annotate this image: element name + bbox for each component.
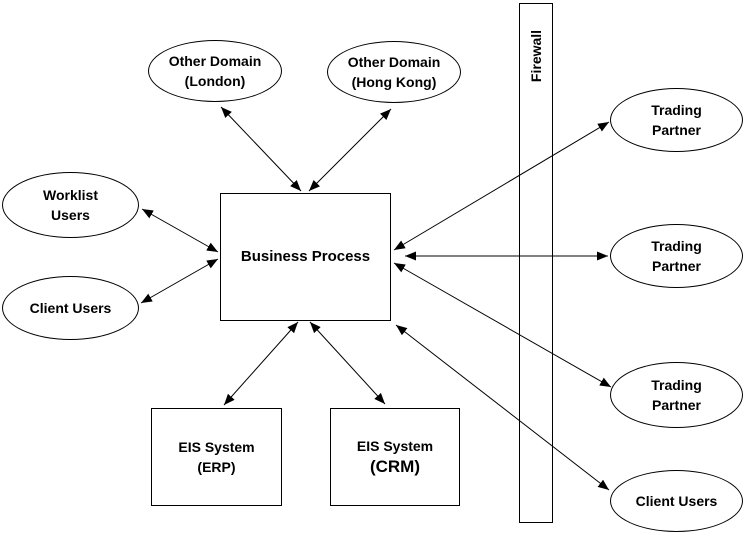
node-label: Client Users	[29, 300, 112, 316]
node-label: Business Process	[240, 248, 371, 265]
node-eis-system-crm: EIS System (CRM)	[330, 408, 460, 506]
node-label: Trading Partner	[651, 238, 702, 274]
edge-business-process-eis-crm	[309, 321, 386, 405]
node-other-domain-london: Other Domain (London)	[148, 40, 282, 102]
node-label: Trading Partner	[651, 377, 702, 413]
node-label: Other Domain (Hong Kong)	[347, 54, 441, 90]
node-client-users-left: Client Users	[2, 276, 139, 340]
edge-client-users-left-business-process	[140, 258, 219, 304]
node-label: EIS System (CRM)	[356, 438, 434, 476]
edge-worklist-users-business-process	[141, 208, 219, 253]
edge-business-process-trading-partner-1	[393, 121, 610, 251]
node-trading-partner-1: Trading Partner	[610, 88, 743, 152]
node-client-users-right: Client Users	[610, 470, 743, 532]
node-business-process: Business Process	[220, 193, 391, 321]
node-eis-system-erp: EIS System (ERP)	[151, 408, 282, 506]
node-label: Trading Partner	[651, 102, 702, 138]
node-other-domain-hong-kong: Other Domain (Hong Kong)	[327, 41, 461, 103]
node-trading-partner-3: Trading Partner	[610, 362, 743, 428]
node-label: EIS System (ERP)	[178, 439, 255, 475]
edge-london-business-process	[220, 106, 302, 192]
node-label: Worklist Users	[43, 187, 98, 223]
edge-hong-kong-business-process	[308, 108, 392, 192]
node-label: Client Users	[635, 493, 718, 509]
node-worklist-users: Worklist Users	[2, 172, 139, 238]
node-firewall-label: Firewall	[528, 29, 544, 83]
edge-business-process-trading-partner-3	[393, 262, 612, 388]
edge-business-process-eis-erp	[223, 321, 299, 406]
node-label: Other Domain (London)	[168, 53, 262, 89]
node-trading-partner-2: Trading Partner	[610, 224, 743, 288]
